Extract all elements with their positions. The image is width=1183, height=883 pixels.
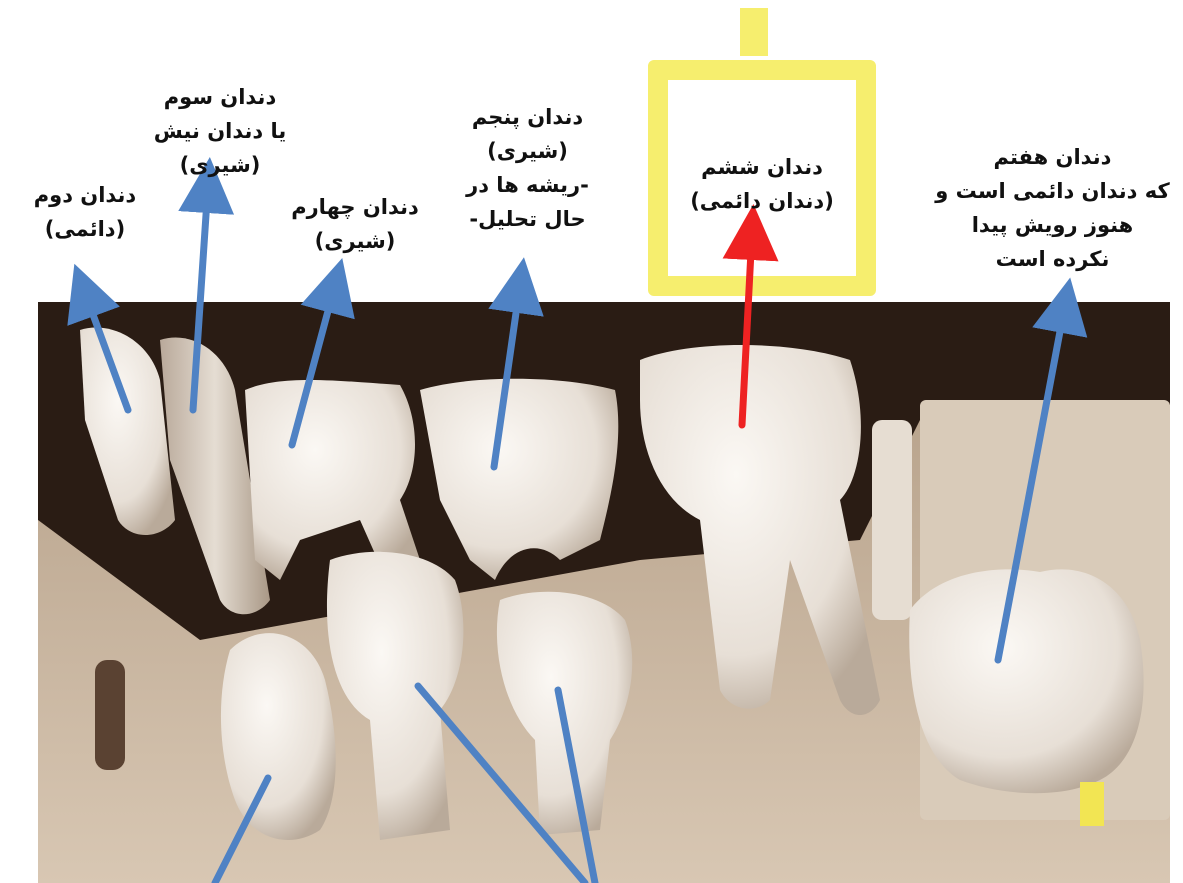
label-tooth-7-line-2: که دندان دائمی است و [925,174,1180,208]
bone-slot-right [872,420,912,620]
label-tooth-5: دندان پنجم (شیری) -ریشه ها در حال تحلیل- [440,100,615,236]
label-tooth-3: دندان سوم یا دندان نیش (شیری) [135,80,305,182]
label-tooth-4-line-1: دندان چهارم [275,190,435,224]
label-tooth-5-line-2: (شیری) [440,134,615,168]
tooth-7 [909,569,1143,793]
label-tooth-2-line-2: (دائمی) [10,212,160,246]
label-tooth-4: دندان چهارم (شیری) [275,190,435,258]
label-tooth-7-line-3: هنوز رویش پیدا [925,208,1180,242]
label-tooth-5-line-3: -ریشه ها در [440,168,615,202]
label-tooth-5-line-1: دندان پنجم [440,100,615,134]
label-tooth-6-line-1: دندان ششم [668,150,856,184]
label-tooth-3-line-1: دندان سوم [135,80,305,114]
label-tooth-6: دندان ششم (دندان دائمی) [668,150,856,218]
label-tooth-3-line-2: یا دندان نیش [135,114,305,148]
label-tooth-7-line-1: دندان هفتم [925,140,1180,174]
label-tooth-7: دندان هفتم که دندان دائمی است و هنوز روی… [925,140,1180,276]
label-tooth-3-line-3: (شیری) [135,148,305,182]
label-tooth-5-line-4: حال تحلیل- [440,202,615,236]
label-tooth-7-line-4: نکرده است [925,242,1180,276]
label-tooth-6-line-2: (دندان دائمی) [668,184,856,218]
highlight-tab [740,8,768,56]
highlight-mark [1080,782,1104,826]
label-tooth-2-line-1: دندان دوم [10,178,160,212]
bone-slot-left [95,660,125,770]
label-tooth-4-line-2: (شیری) [275,224,435,258]
label-tooth-2: دندان دوم (دائمی) [10,178,160,246]
